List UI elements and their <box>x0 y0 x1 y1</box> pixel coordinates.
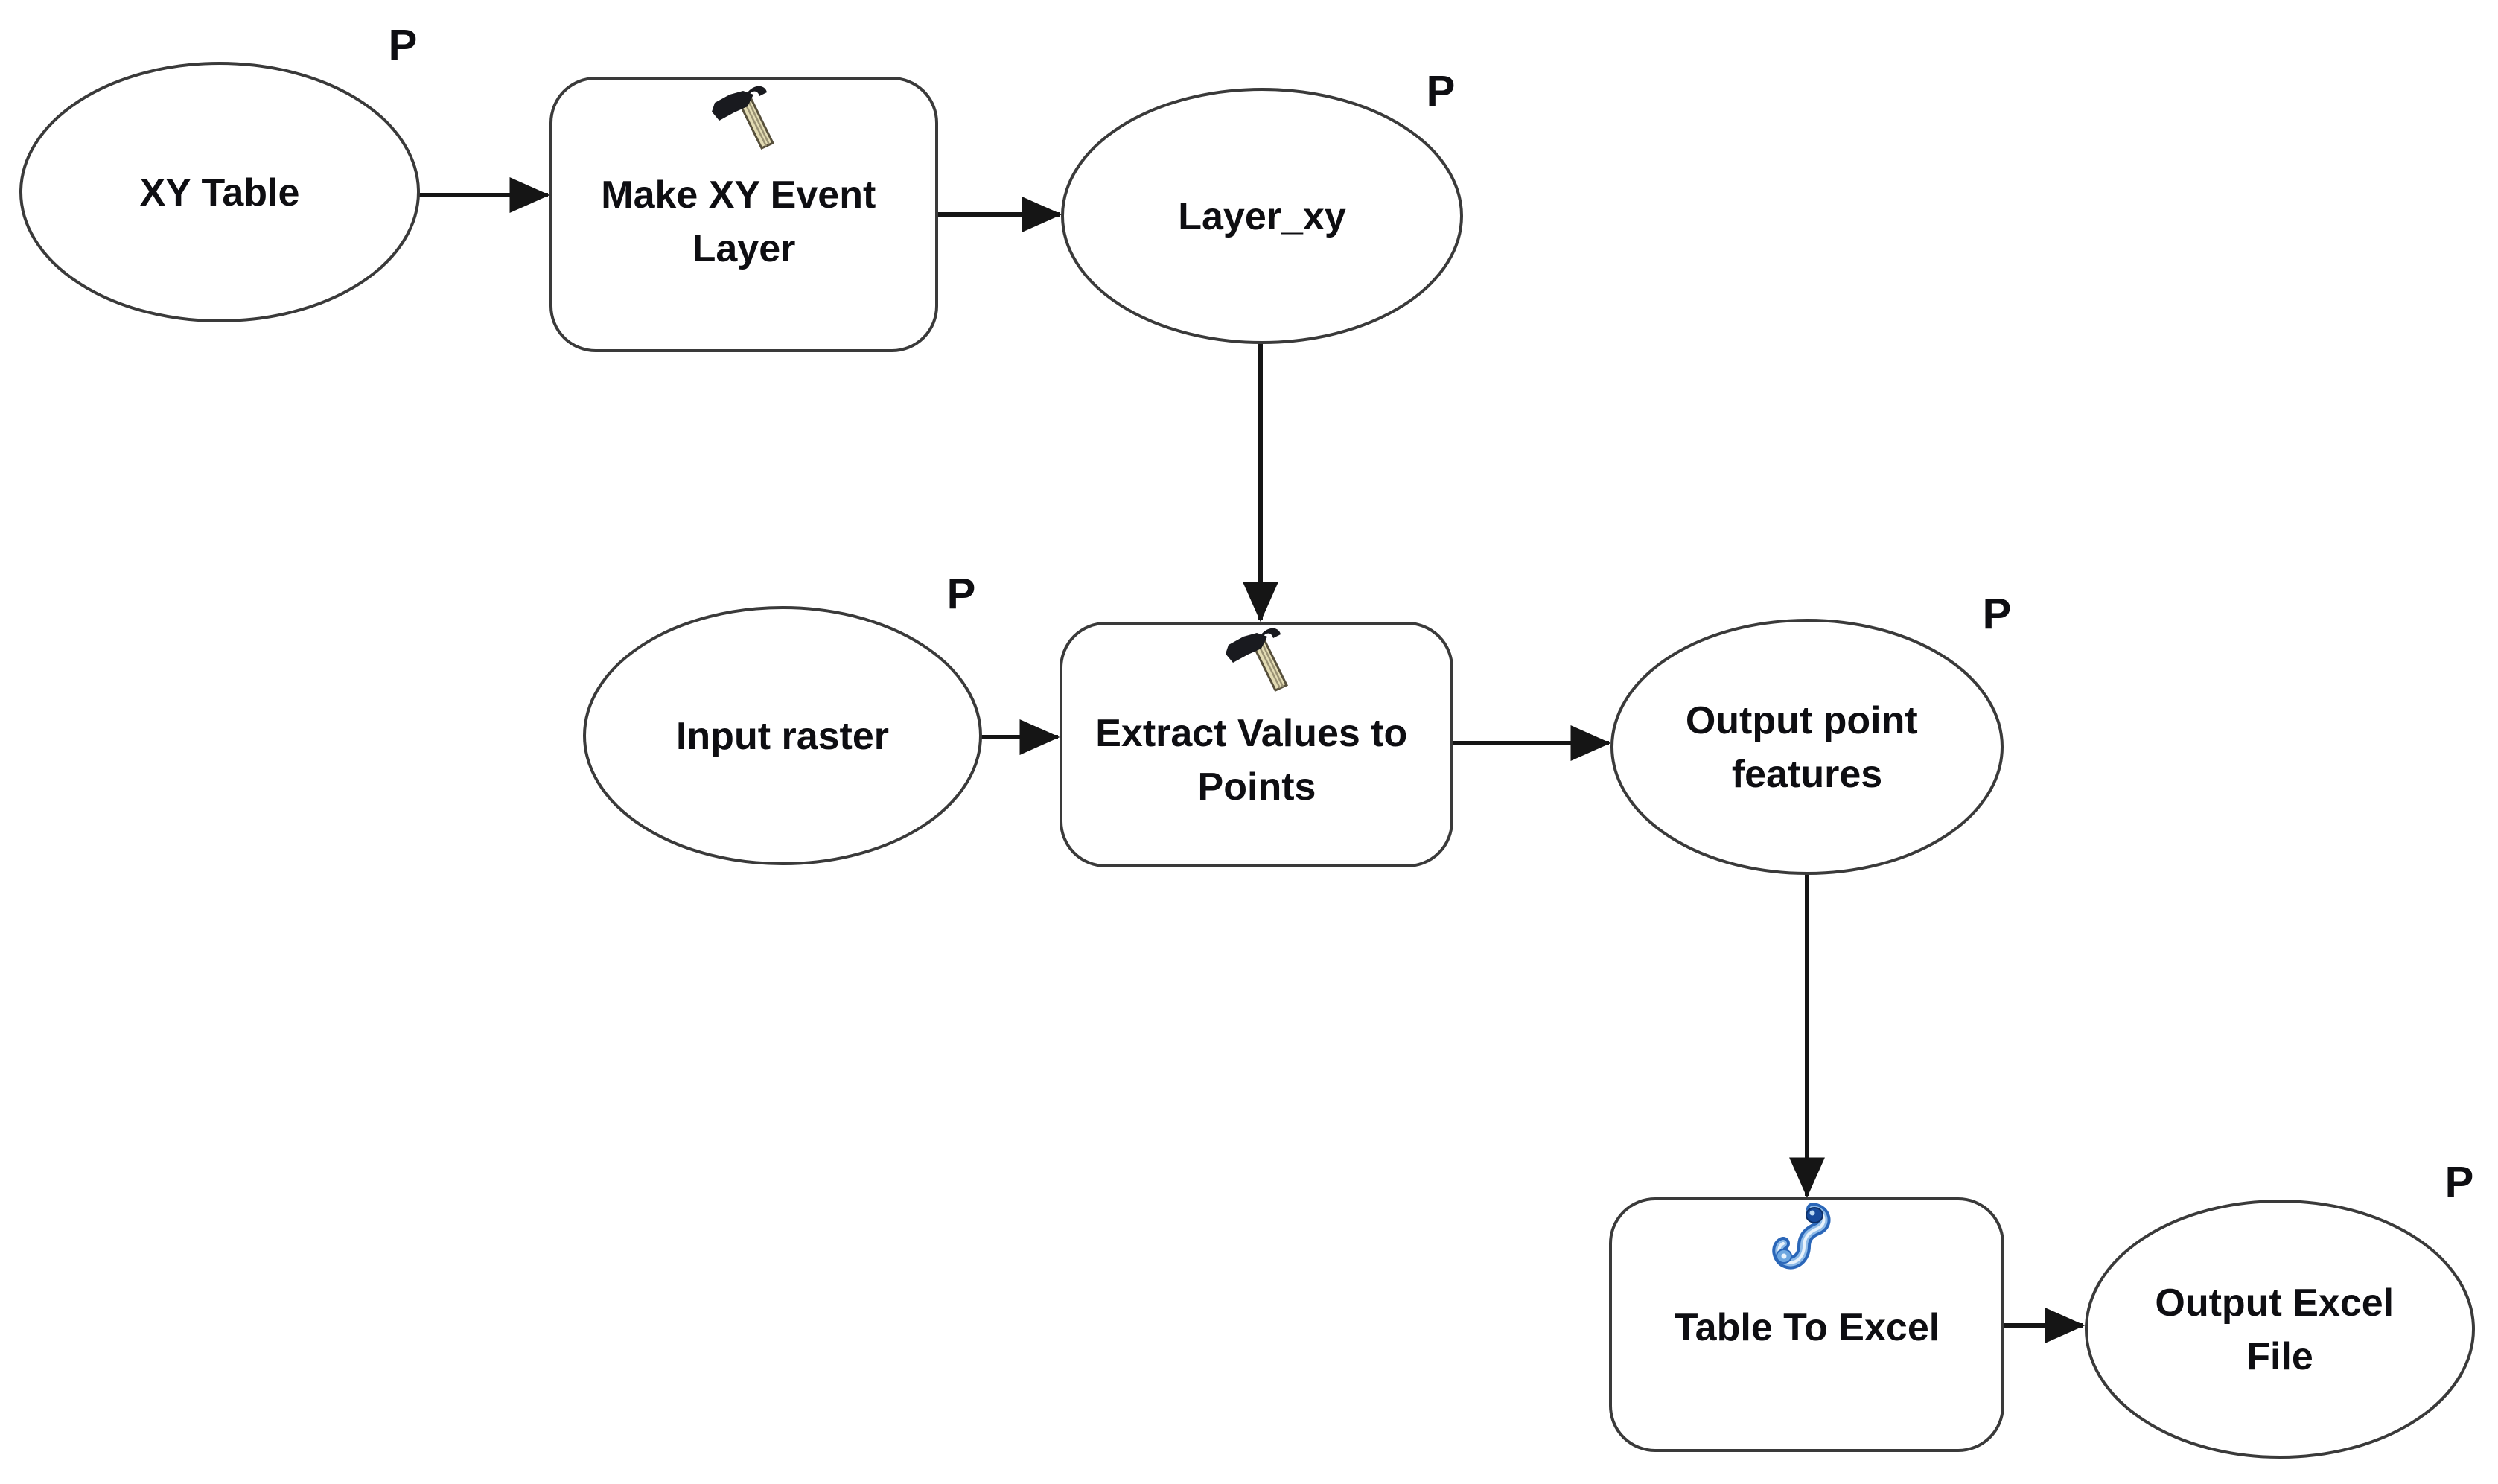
node-label: Input raster <box>676 715 889 758</box>
parameter-badge: P <box>2445 1158 2474 1206</box>
node-output-excel-file[interactable]: Output Excel File <box>2085 1200 2475 1459</box>
node-label: Output point features <box>1686 699 1928 796</box>
tool-rect-shape[interactable] <box>549 77 938 352</box>
parameter-badge: P <box>389 21 418 69</box>
node-output-point-features[interactable]: Output point features <box>1610 619 2004 875</box>
node-make-xy-event-layer[interactable]: Make XY Event Layer <box>549 77 938 352</box>
node-label: Make XY Event Layer <box>601 173 886 270</box>
parameter-badge: P <box>1983 590 2012 638</box>
node-label: Output Excel File <box>2155 1281 2404 1378</box>
tool-rect-shape[interactable] <box>1060 622 1453 867</box>
node-extract-values-to-points[interactable]: Extract Values to Points <box>1060 622 1453 867</box>
ellipse-shape[interactable] <box>19 62 420 322</box>
node-label: Table To Excel <box>1675 1306 1940 1349</box>
ellipse-shape[interactable] <box>1061 88 1463 344</box>
ellipse-shape[interactable] <box>2085 1200 2475 1459</box>
node-layer-xy[interactable]: Layer_xy <box>1061 88 1463 344</box>
node-label: Extract Values to Points <box>1095 712 1418 809</box>
parameter-badge: P <box>947 570 976 618</box>
node-label: XY Table <box>140 171 300 214</box>
node-xy-table[interactable]: XY Table <box>19 62 420 322</box>
parameter-badge: P <box>1427 67 1456 115</box>
ellipse-shape[interactable] <box>1610 619 2004 875</box>
tool-rect-shape[interactable] <box>1609 1197 2004 1452</box>
node-label: Layer_xy <box>1178 195 1346 238</box>
node-input-raster[interactable]: Input raster <box>583 606 982 865</box>
ellipse-shape[interactable] <box>583 606 982 865</box>
node-table-to-excel[interactable]: Table To Excel <box>1609 1197 2004 1452</box>
